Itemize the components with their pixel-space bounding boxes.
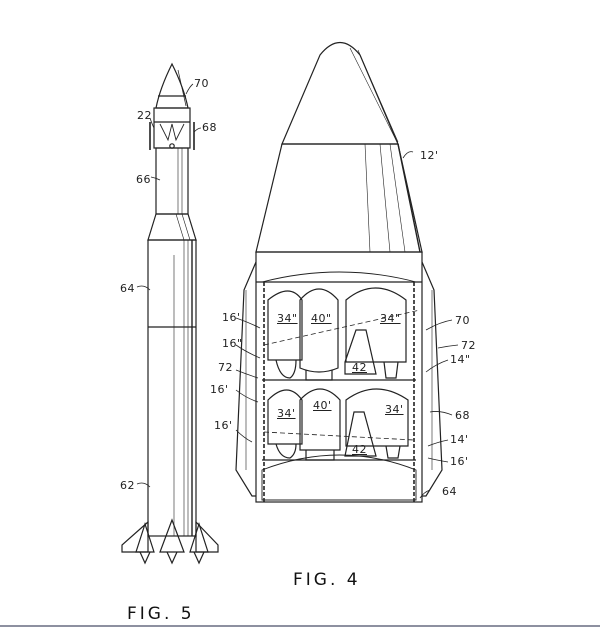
tank-34p-right: 34'	[385, 403, 404, 416]
tank-40pp: 40"	[311, 312, 332, 325]
fig4-ref-16b: 16"	[222, 337, 243, 350]
fig4-payload-cutaway	[235, 41, 459, 503]
fig5-ref-66: 66	[136, 173, 151, 186]
fig5-ref-70: 70	[194, 77, 209, 90]
fig4-ref-64: 64	[442, 485, 457, 498]
fig4-ref-68: 68	[455, 409, 470, 422]
fig4-ref-16e: 16'	[450, 455, 469, 468]
fig4-ref-12p: 12'	[420, 149, 439, 162]
device-42-upper: 42	[352, 361, 367, 374]
fig5-caption: FIG. 5	[127, 604, 195, 624]
fig5-ref-22: 22	[137, 109, 152, 122]
fig5-ref-62: 62	[120, 479, 135, 492]
fig4-ref-72-right: 72	[461, 339, 476, 352]
tank-34p-left: 34'	[277, 407, 296, 420]
fig4-ref-72-left: 72	[218, 361, 233, 374]
fig4-ref-16c: 16'	[210, 383, 229, 396]
fig4-ref-16a: 16'	[222, 311, 241, 324]
fig4-ref-14p: 14'	[450, 433, 469, 446]
fig5-rocket	[121, 62, 219, 565]
fig4-ref-70: 70	[455, 314, 470, 327]
tank-34pp-left: 34"	[277, 312, 298, 325]
bottom-divider	[0, 625, 600, 627]
fig4-ref-14pp: 14"	[450, 353, 471, 366]
tank-34pp-right: 34"	[380, 312, 401, 325]
fig5-ref-68: 68	[202, 121, 217, 134]
fig5-ref-64: 64	[120, 282, 135, 295]
device-42-lower: 42	[352, 443, 367, 456]
fig4-ref-16d: 16'	[214, 419, 233, 432]
tank-40p: 40'	[313, 399, 332, 412]
fig4-caption: FIG. 4	[293, 570, 361, 590]
